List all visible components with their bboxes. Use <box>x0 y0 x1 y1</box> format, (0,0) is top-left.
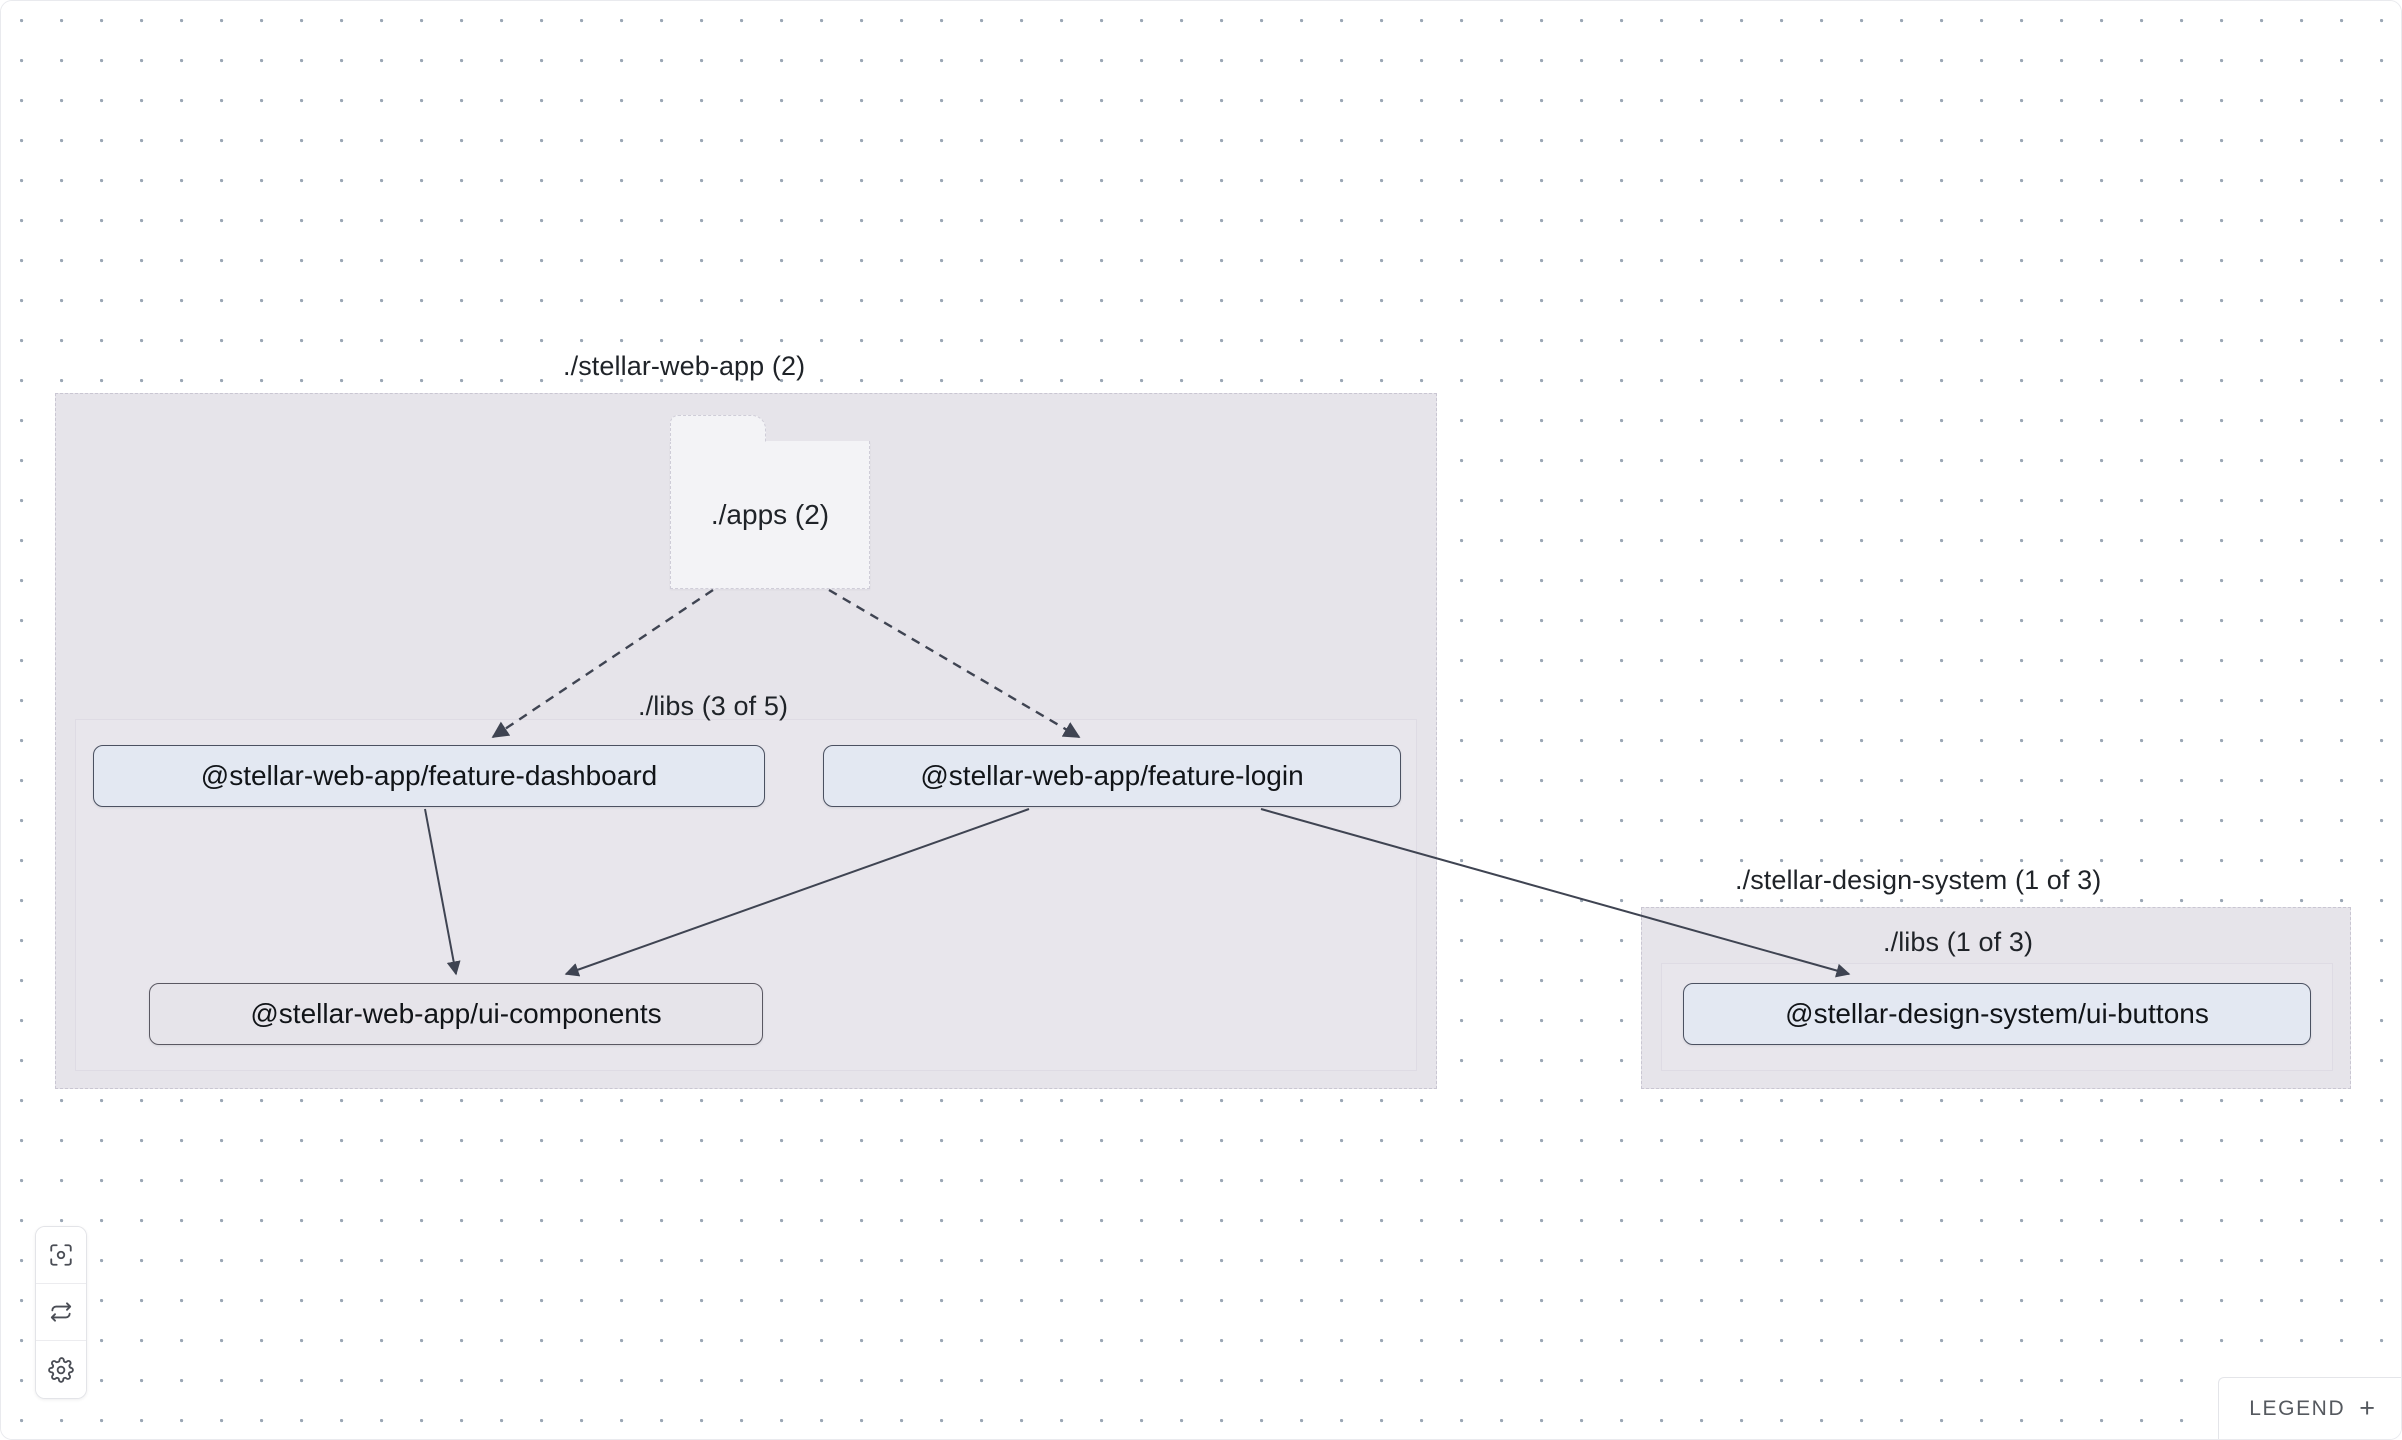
legend-button[interactable]: LEGEND + <box>2218 1377 2401 1439</box>
gear-icon <box>48 1356 74 1383</box>
group-label-stellar-design-system-libs: ./libs (1 of 3) <box>1883 927 2034 957</box>
project-node-feature-dashboard[interactable]: @stellar-web-app/feature-dashboard <box>93 745 765 807</box>
project-node-feature-login[interactable]: @stellar-web-app/feature-login <box>823 745 1401 807</box>
legend-label: LEGEND <box>2249 1396 2346 1420</box>
focus-graph-button[interactable] <box>36 1227 86 1284</box>
project-node-ui-buttons[interactable]: @stellar-design-system/ui-buttons <box>1683 983 2311 1045</box>
refresh-icon <box>48 1299 74 1325</box>
group-label-stellar-web-app: ./stellar-web-app (2) <box>563 351 806 381</box>
settings-button[interactable] <box>36 1341 86 1398</box>
folder-tab-shape <box>669 415 766 445</box>
folder-node-apps-label: ./apps (2) <box>710 498 830 530</box>
legend-expand-icon: + <box>2359 1393 2375 1423</box>
project-node-ui-components[interactable]: @stellar-web-app/ui-components <box>149 983 763 1045</box>
group-label-stellar-web-app-libs: ./libs (3 of 5) <box>638 691 789 721</box>
refresh-graph-button[interactable] <box>36 1284 86 1341</box>
focus-target-icon <box>48 1242 74 1268</box>
group-label-stellar-design-system: ./stellar-design-system (1 of 3) <box>1735 865 2102 895</box>
folder-node-apps[interactable]: ./apps (2) <box>669 415 870 589</box>
graph-toolbar <box>35 1226 87 1399</box>
